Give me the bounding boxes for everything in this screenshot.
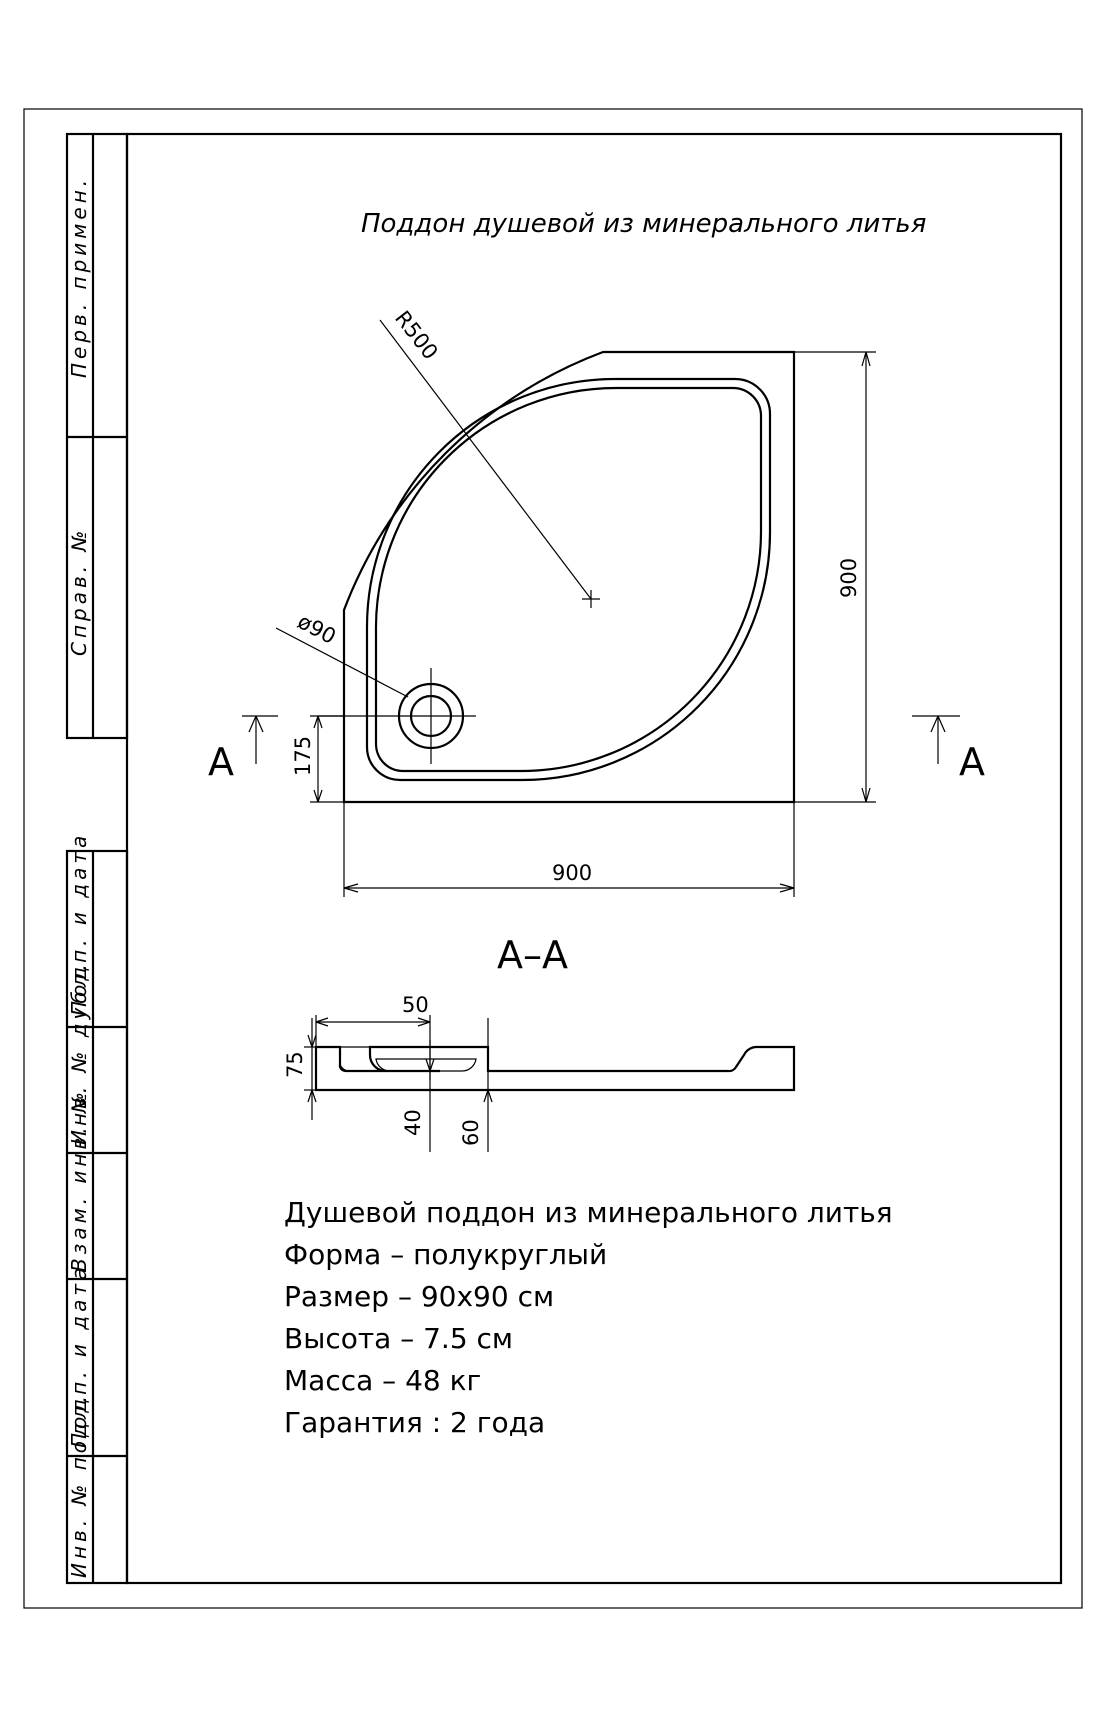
- stamp-perv-primen: Перв. примен.: [67, 176, 91, 378]
- spec-line-2: Форма – полукруглый: [284, 1238, 607, 1271]
- spec-list: Душевой поддон из минерального литья Фор…: [284, 1196, 893, 1439]
- section-profile: [314, 1045, 796, 1092]
- basin-outer-line: [365, 377, 772, 782]
- stamp-inv-no-dubl: Инв. № дубл.: [67, 960, 91, 1145]
- inner-frame: [125, 132, 1063, 1585]
- spec-line-3: Размер – 90х90 см: [284, 1280, 554, 1313]
- stamp-sprav-no: Справ. №: [67, 527, 91, 656]
- section-view: 50 75 40 60: [283, 993, 796, 1152]
- stamp-vzam-inv-no: Взам. инв. №: [67, 1088, 91, 1272]
- drawing-title: Поддон душевой из минерального литья: [361, 209, 926, 239]
- section-title: A–A: [497, 933, 568, 977]
- section-mark-right: A: [959, 740, 985, 784]
- drain-offset-label: 175: [291, 736, 315, 776]
- side-stamp: Перв. примен. Справ. № Подп. и дата Инв.…: [65, 132, 129, 1585]
- outer-border: [23, 108, 1083, 1609]
- tray-outline: [342, 350, 796, 804]
- radius-leader: [379, 319, 592, 600]
- section-dim-50: 50: [402, 993, 429, 1017]
- plan-view: ø90 R500 900 900 175 A A: [208, 306, 985, 897]
- spec-line-6: Гарантия : 2 года: [284, 1406, 545, 1439]
- stamp-podp-i-data-1: Подп. и дата: [67, 832, 91, 1016]
- section-dim-75: 75: [283, 1051, 307, 1078]
- basin-inner-line: [374, 386, 763, 773]
- section-dim-60: 60: [459, 1119, 483, 1146]
- spec-line-1: Душевой поддон из минерального литья: [284, 1196, 893, 1229]
- spec-line-4: Высота – 7.5 см: [284, 1322, 513, 1355]
- depth-dimension-label: 900: [837, 558, 861, 598]
- stamp-inv-no-podl: Инв. № подл.: [67, 1392, 91, 1578]
- spec-line-5: Масса – 48 кг: [284, 1364, 481, 1397]
- stamp-podp-i-data-2: Подп. и дата: [67, 1264, 91, 1448]
- drain-diameter-label: ø90: [294, 609, 340, 649]
- width-dimension-label: 900: [552, 861, 592, 885]
- section-dim-40: 40: [401, 1109, 425, 1136]
- section-mark-left: A: [208, 740, 234, 784]
- radius-label: R500: [390, 306, 443, 364]
